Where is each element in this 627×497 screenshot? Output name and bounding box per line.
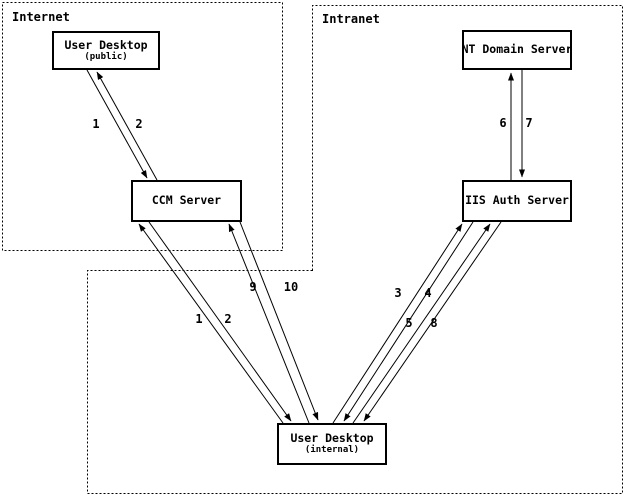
flow-label-1-public: 1 [92,117,99,131]
node-user-desktop-internal: User Desktop (internal) [277,423,387,465]
flow-label-2-internal: 2 [224,312,231,326]
flow-label-8: 8 [430,316,437,330]
flow-label-3: 3 [394,286,401,300]
flow-label-4: 4 [424,286,431,300]
arrow-ccm-to-ud-internal-step10 [239,221,319,421]
flow-label-10: 10 [284,280,298,294]
arrow-ud-public-to-ccm [86,69,148,179]
node-ccm-server: CCM Server [131,180,242,222]
node-title: NT Domain Server [461,42,573,57]
node-title: User Desktop [64,37,148,52]
internet-boundary [2,2,283,251]
node-nt-domain-server: NT Domain Server [462,30,572,70]
flow-label-1-internal: 1 [195,312,202,326]
node-subtitle: (internal) [304,445,360,456]
flow-label-7: 7 [525,116,532,130]
flow-label-6: 6 [499,116,506,130]
internet-region-label: Internet [12,10,70,24]
arrow-ud-internal-to-ccm-step9 [228,223,310,424]
node-title: User Desktop [290,431,374,446]
arrow-ud-internal-to-ccm-step1 [138,223,284,424]
arrow-ud-internal-to-iis-step3 [332,223,463,424]
node-title: IIS Auth Server [465,193,569,208]
flow-label-5: 5 [405,316,412,330]
node-subtitle: (public) [84,51,128,62]
node-iis-auth-server: IIS Auth Server [462,180,572,222]
arrow-iis-to-ud-internal-step4 [343,221,474,422]
flow-label-9: 9 [249,280,256,294]
node-title: CCM Server [151,193,222,208]
arrow-iis-to-ud-internal-step8 [363,221,502,422]
arrow-ud-internal-to-iis-step5 [352,223,491,424]
node-user-desktop-public: User Desktop (public) [52,31,160,70]
flow-label-2-public: 2 [135,117,142,131]
arrow-ccm-to-ud-public [96,71,158,181]
intranet-boundary [87,5,623,494]
arrow-ccm-to-ud-internal-step2 [148,221,292,422]
intranet-region-label: Intranet [322,12,380,26]
